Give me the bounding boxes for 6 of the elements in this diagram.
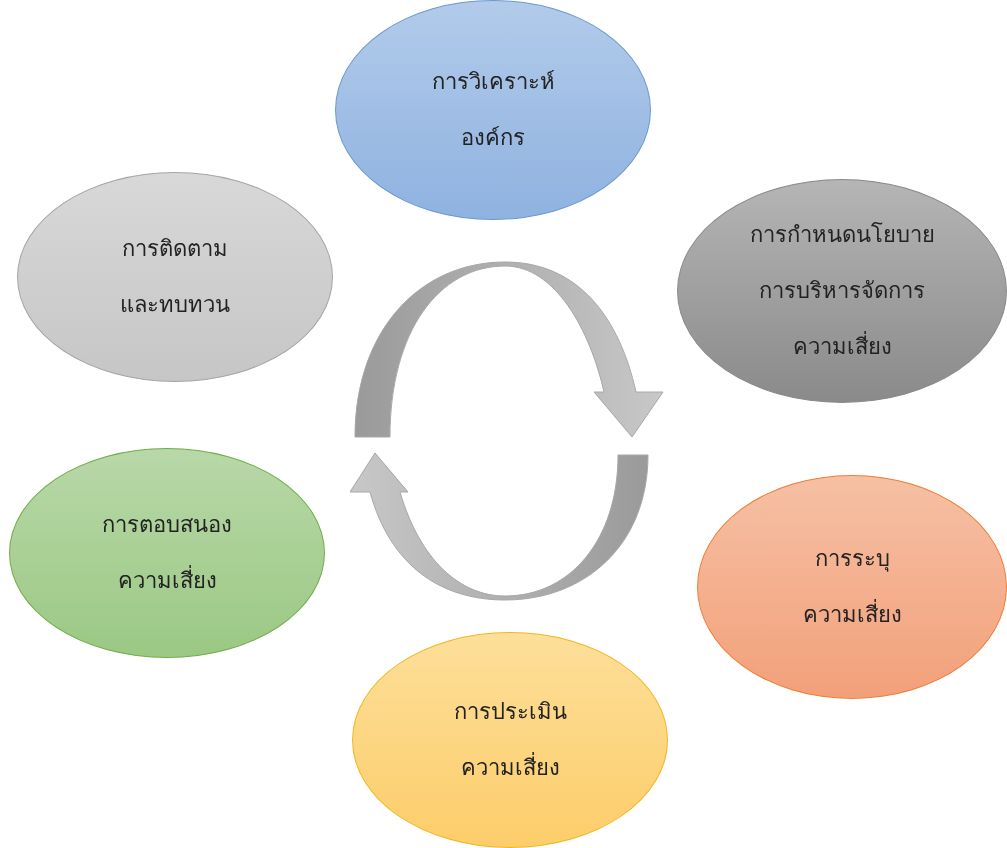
step-label: การติดตามและทบทวน bbox=[119, 235, 231, 319]
step-label: การประเมินความเสี่ยง bbox=[452, 698, 568, 782]
step-label: การระบุความเสี่ยง bbox=[801, 545, 903, 629]
step-label: การกำหนดนโยบายการบริหารจัดการความเสี่ยง bbox=[748, 221, 936, 361]
step-label: การวิเคราะห์องค์กร bbox=[430, 68, 556, 152]
step-label: การตอบสนองความเสี่ยง bbox=[101, 511, 233, 595]
